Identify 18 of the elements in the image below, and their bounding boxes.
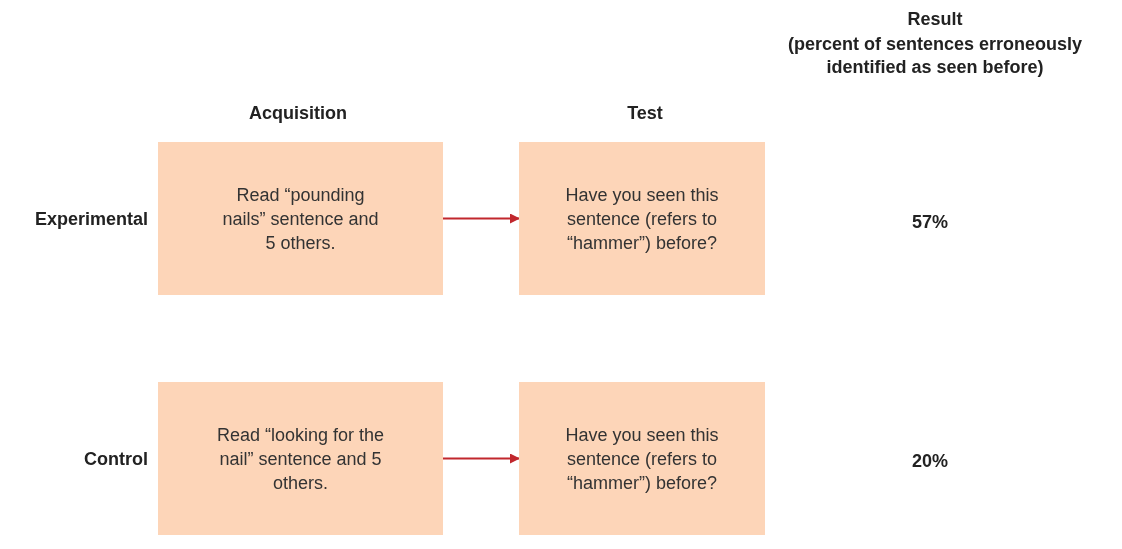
row-label: Experimental <box>33 208 148 231</box>
process-box <box>519 382 765 535</box>
result-value: 20% <box>911 450 949 473</box>
box-text: Have you seen this sentence (refers to “hammer”) before? <box>564 183 720 255</box>
arrow <box>442 453 520 464</box>
process-box <box>158 382 443 535</box>
column-heading: Result <box>906 8 964 31</box>
box-text: Read “looking for the nail” sentence and 5 others. <box>215 423 386 495</box>
column-heading: Test <box>626 102 664 125</box>
arrow <box>442 213 520 224</box>
process-box <box>519 142 765 295</box>
row-label: Control <box>83 448 148 471</box>
result-value: 57% <box>911 211 949 234</box>
box-text: Read “pounding nails” sentence and 5 others. <box>221 183 380 255</box>
box-text: Have you seen this sentence (refers to “hammer”) before? <box>564 423 720 495</box>
process-box <box>158 142 443 295</box>
column-heading: (percent of sentences erroneously identified as seen before) <box>786 33 1084 79</box>
column-heading: Acquisition <box>248 102 348 125</box>
